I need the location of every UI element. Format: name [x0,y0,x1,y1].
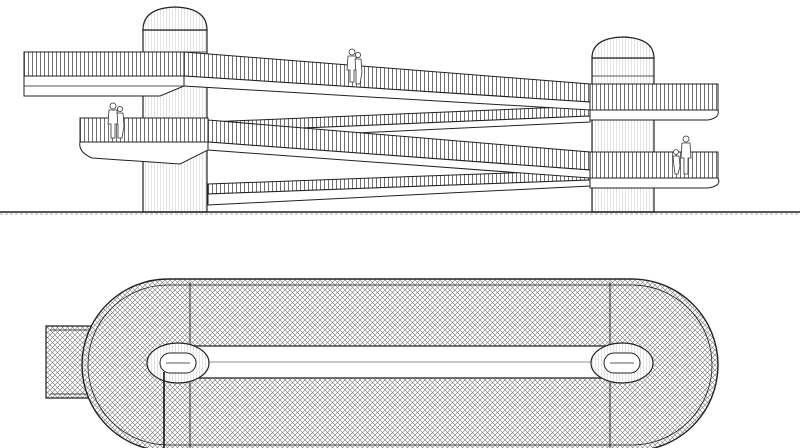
ramp-top [183,51,591,111]
human-figure-right [672,135,692,175]
inner-void [167,345,633,379]
left-column [142,6,208,213]
top-landing-left [23,51,185,97]
left-middle-landing [79,117,209,165]
plan-left-column [146,342,210,384]
ramp-middle-front [207,119,591,179]
right-lower-landing [589,151,720,189]
ramp-lower-back [207,169,591,206]
human-figure-top [346,48,363,85]
elevation-view [0,6,800,215]
human-figure-left [107,102,125,139]
ground-line [0,211,800,215]
segment-lines [189,282,611,448]
right-upper-landing [589,83,719,121]
plan-right-column [590,342,654,384]
plan-view [45,278,719,448]
